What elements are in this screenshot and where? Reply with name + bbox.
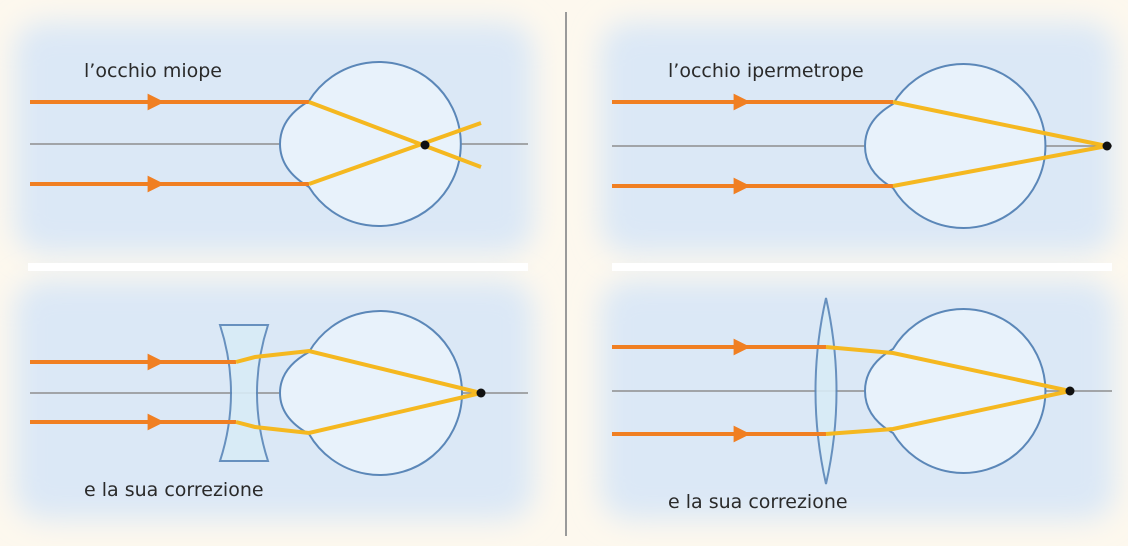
refracted-ray	[892, 144, 1108, 188]
eye-outline	[278, 61, 462, 227]
refracted-ray	[235, 391, 482, 436]
convex-lens	[814, 297, 838, 485]
hyperopic-bottom-label: e la sua correzione	[668, 491, 848, 513]
refracted-ray	[308, 100, 482, 169]
myopic-top-label: l’occhio miope	[84, 60, 222, 82]
focal-point	[1102, 141, 1112, 151]
refracted-ray	[892, 100, 1108, 148]
focal-point	[476, 388, 486, 398]
refracted-ray	[308, 121, 482, 186]
focal-point	[420, 140, 430, 150]
hyperopic-eye-diagram: l’occhio ipermetrope	[612, 60, 1112, 229]
myopic-correction-diagram: e la sua correzione	[30, 310, 528, 501]
separator-right	[612, 263, 1112, 271]
focal-point	[1065, 386, 1075, 396]
refracted-ray	[825, 389, 1071, 436]
eye-outline	[863, 308, 1047, 474]
myopic-bottom-label: e la sua correzione	[84, 479, 264, 501]
eye-outline	[278, 310, 463, 476]
refracted-ray	[235, 348, 482, 395]
refracted-ray	[825, 345, 1071, 393]
separator-left	[28, 263, 528, 271]
hyperopic-top-label: l’occhio ipermetrope	[668, 60, 864, 82]
myopic-eye-diagram: l’occhio miope	[30, 60, 528, 227]
hyperopic-correction-diagram: e la sua correzione	[612, 297, 1112, 513]
